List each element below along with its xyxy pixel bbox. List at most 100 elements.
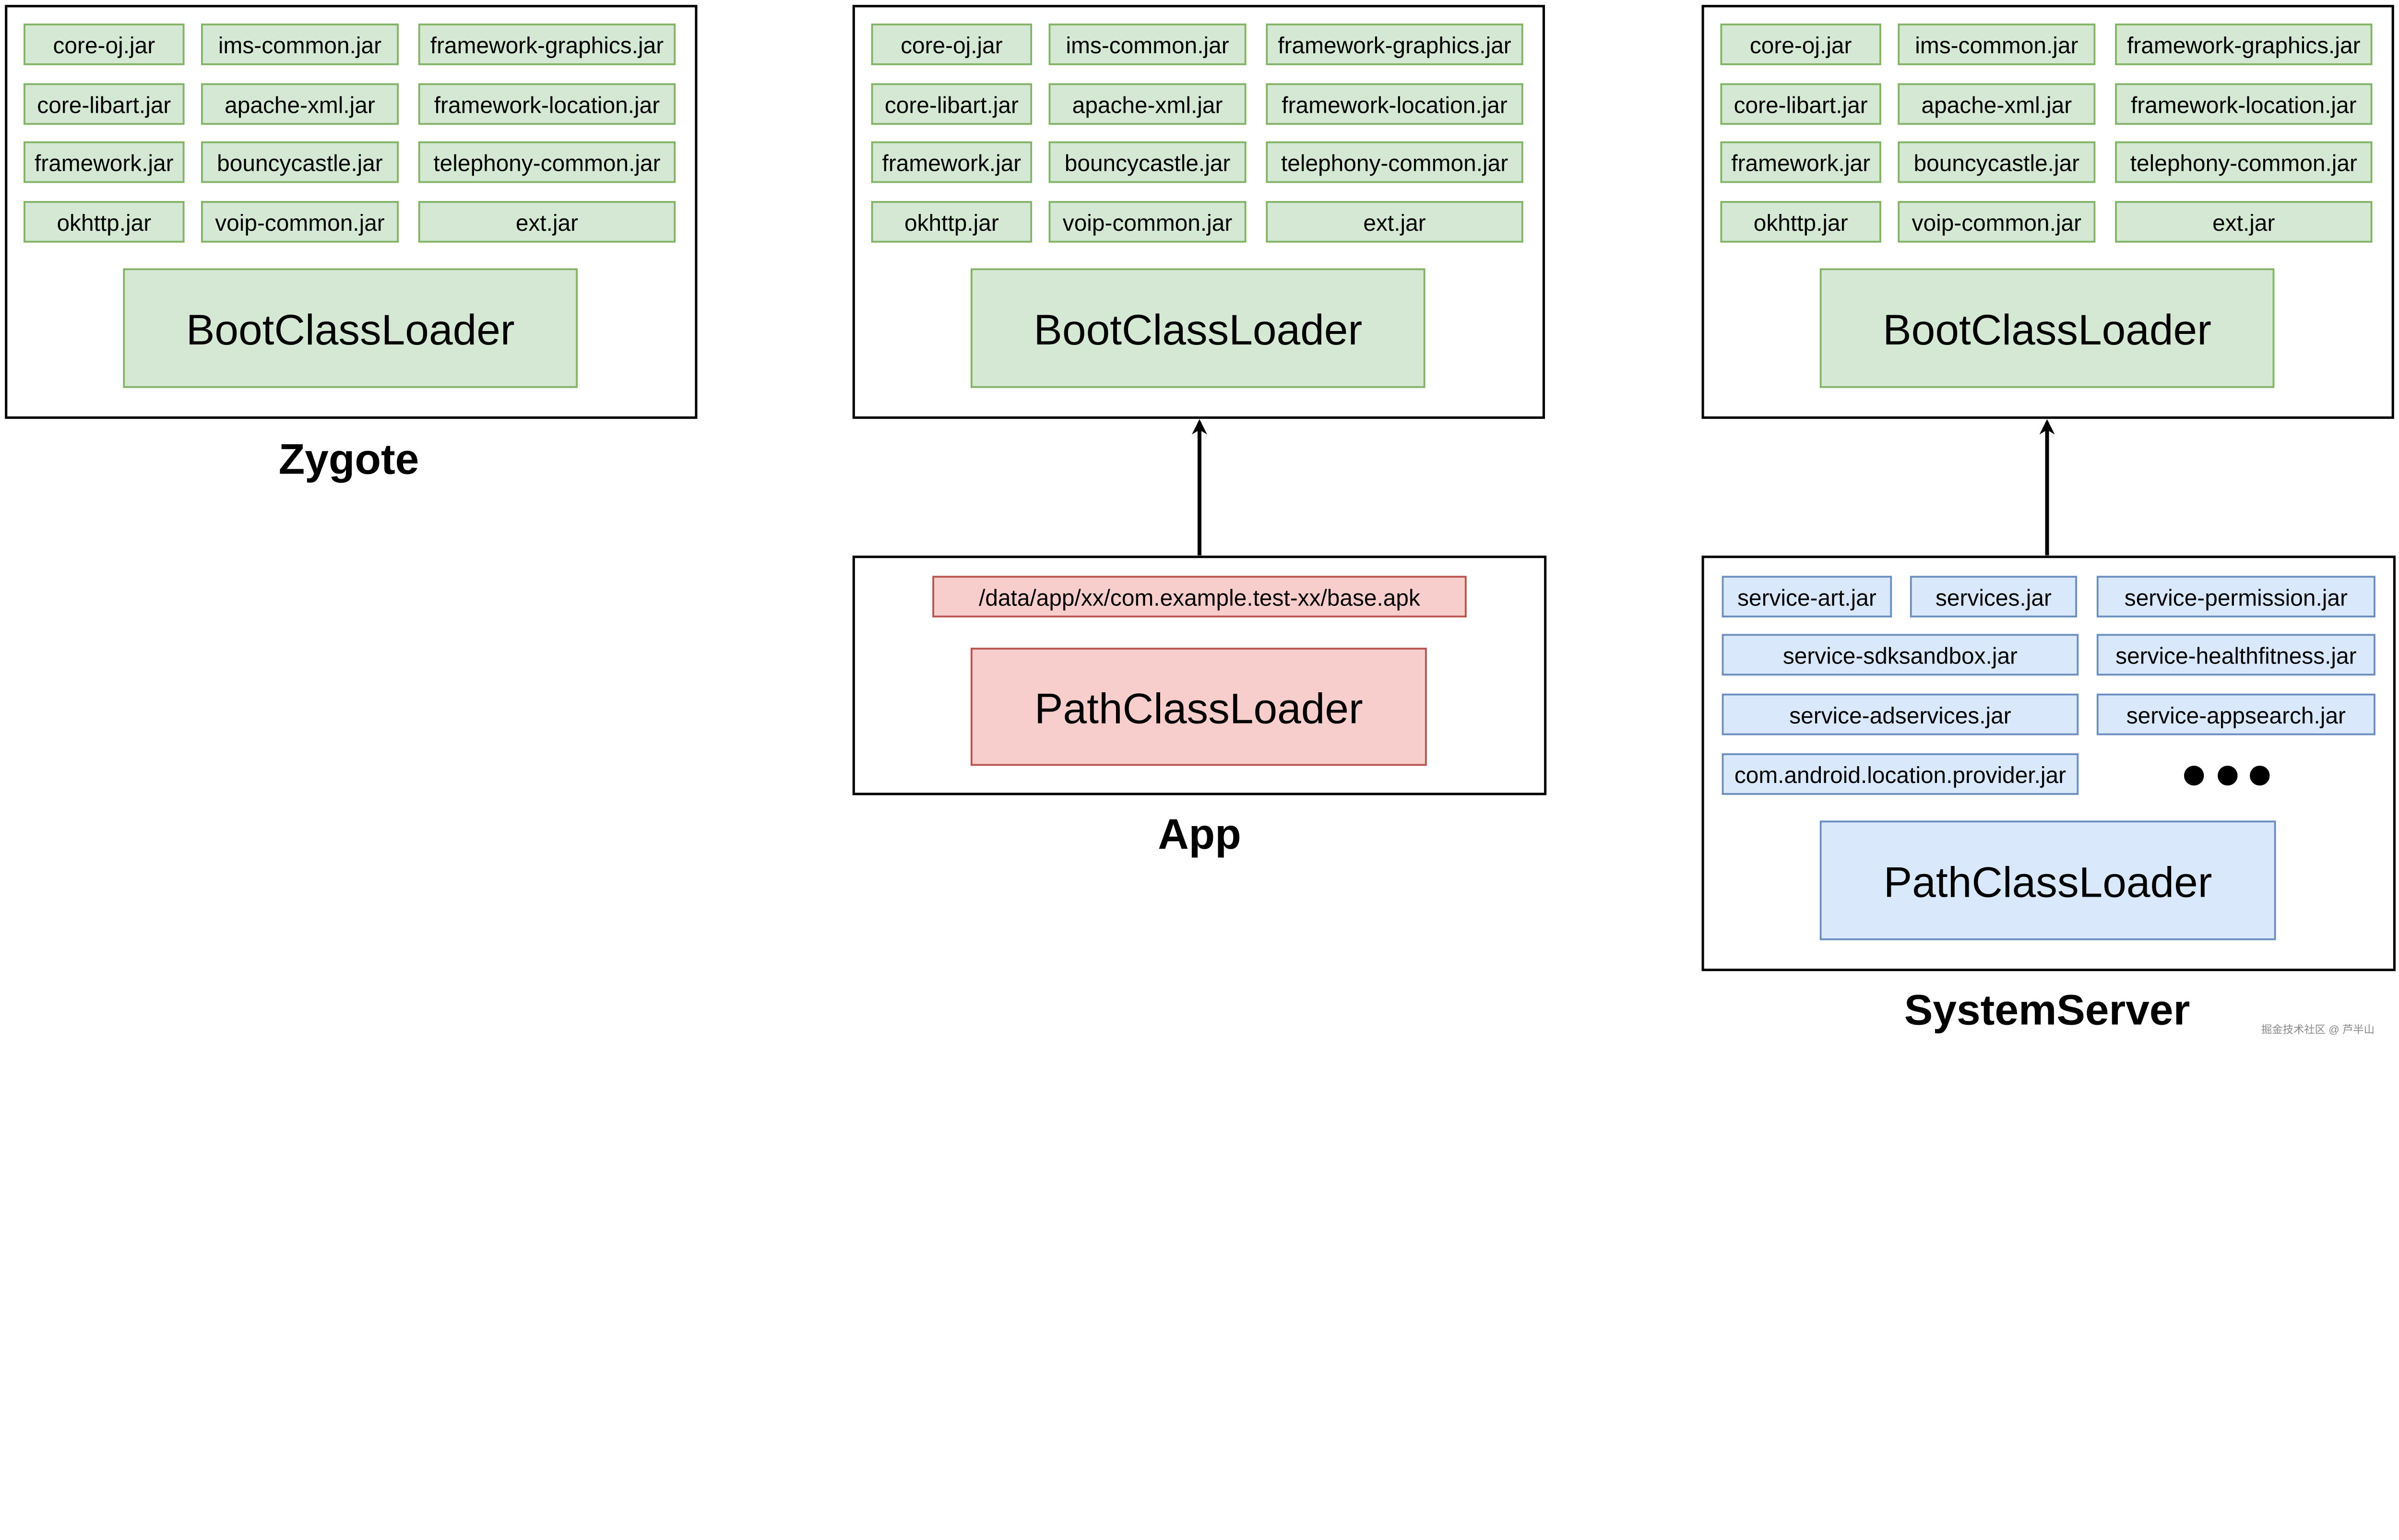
boot-jar-framework-graphics-label: framework-graphics.jar	[1278, 33, 1511, 59]
boot-jar-core-oj: core-oj.jar	[871, 24, 1033, 65]
boot-jar-core-oj-label: core-oj.jar	[1750, 33, 1852, 59]
system-server-title: SystemServer	[1904, 986, 2190, 1034]
system-server-jar-com-android-location-provider-box	[1722, 753, 2079, 795]
system-server-jar-service-art-label: service-art.jar	[1737, 585, 1876, 611]
system-server-jar-services: services.jar	[1910, 576, 2078, 617]
boot-jar-core-oj: core-oj.jar	[24, 24, 185, 65]
boot-jar-core-libart: core-libart.jar	[871, 83, 1033, 125]
boot-jar-apache-xml-box	[1048, 83, 1247, 125]
boot-jar-telephony-common: telephony-common.jar	[2115, 141, 2373, 183]
boot-jar-ims-common: ims-common.jar	[1048, 24, 1247, 65]
boot-jar-framework: framework.jar	[1720, 141, 1881, 183]
boot-jar-voip-common-label: voip-common.jar	[1912, 211, 2082, 236]
boot-jar-ext-box	[2115, 201, 2373, 243]
app-title: App	[1158, 810, 1241, 858]
boot-jar-core-libart: core-libart.jar	[1720, 83, 1881, 125]
boot-jar-core-oj-box	[1720, 24, 1881, 65]
boot-jar-framework-graphics-box	[2115, 24, 2373, 65]
system-server-jar-service-adservices: service-adservices.jar	[1722, 693, 2079, 735]
boot-jar-bouncycastle-box	[1898, 141, 2096, 183]
boot-jar-okhttp-label: okhttp.jar	[904, 211, 999, 236]
boot-jar-core-libart-label: core-libart.jar	[885, 93, 1019, 118]
boot-jar-framework-graphics-box	[418, 24, 676, 65]
boot-jar-ext-box	[418, 201, 676, 243]
boot-jar-core-oj-box	[24, 24, 185, 65]
boot-jar-bouncycastle-label: bouncycastle.jar	[217, 151, 383, 177]
boot-jar-okhttp-box	[1720, 201, 1881, 243]
boot-jar-framework: framework.jar	[24, 141, 185, 183]
system-server-jar-service-appsearch: service-appsearch.jar	[2096, 693, 2375, 735]
boot-jar-core-libart-label: core-libart.jar	[37, 93, 171, 118]
boot-jar-framework-location: framework-location.jar	[2115, 83, 2373, 125]
system-server-jar-services-label: services.jar	[1936, 585, 2052, 611]
system-server-jar-service-healthfitness: service-healthfitness.jar	[2096, 634, 2375, 676]
boot-class-loader-box	[123, 268, 578, 388]
system-server-jar-services-box	[1910, 576, 2078, 617]
boot-jar-framework-location-box	[1266, 83, 1523, 125]
boot-class-loader-label: BootClassLoader	[1033, 306, 1362, 354]
system-server-jar-service-permission-box	[2096, 576, 2375, 617]
system-server-jar-service-healthfitness-box	[2096, 634, 2375, 676]
boot-jar-framework-graphics: framework-graphics.jar	[1266, 24, 1523, 65]
boot-jar-telephony-common: telephony-common.jar	[1266, 141, 1523, 183]
boot-jar-framework-location-label: framework-location.jar	[1282, 93, 1508, 118]
boot-class-loader: BootClassLoader	[1819, 268, 2275, 388]
boot-jar-telephony-common-label: telephony-common.jar	[1281, 151, 1508, 177]
boot-jar-bouncycastle-label: bouncycastle.jar	[1914, 151, 2080, 177]
boot-jar-framework-location-box	[418, 83, 676, 125]
boot-jar-bouncycastle-label: bouncycastle.jar	[1065, 151, 1231, 177]
app-path-class-loader-box	[970, 648, 1427, 766]
boot-jar-apache-xml-label: apache-xml.jar	[1072, 93, 1223, 118]
boot-jar-apache-xml-label: apache-xml.jar	[225, 93, 375, 118]
boot-jar-ims-common: ims-common.jar	[201, 24, 399, 65]
boot-jar-framework-location-label: framework-location.jar	[2131, 93, 2357, 118]
system-server-jar-service-sdksandbox: service-sdksandbox.jar	[1722, 634, 2079, 676]
boot-jar-telephony-common: telephony-common.jar	[418, 141, 676, 183]
boot-jar-framework-location-box	[2115, 83, 2373, 125]
boot-jar-framework-graphics-label: framework-graphics.jar	[2127, 33, 2360, 59]
boot-jar-ims-common-box	[1898, 24, 2096, 65]
boot-jar-bouncycastle-box	[201, 141, 399, 183]
boot-jar-core-libart-box	[1720, 83, 1881, 125]
boot-jar-bouncycastle: bouncycastle.jar	[1048, 141, 1247, 183]
dot	[2184, 765, 2204, 786]
boot-jar-apache-xml-label: apache-xml.jar	[1921, 93, 2072, 118]
system-server-jar-service-permission-label: service-permission.jar	[2125, 585, 2348, 611]
boot-jar-core-oj-box	[871, 24, 1033, 65]
boot-jar-ext: ext.jar	[1266, 201, 1523, 243]
boot-jar-core-libart-label: core-libart.jar	[1734, 93, 1868, 118]
boot-jar-core-libart: core-libart.jar	[24, 83, 185, 125]
boot-jar-framework-location: framework-location.jar	[418, 83, 676, 125]
boot-jar-okhttp: okhttp.jar	[1720, 201, 1881, 243]
boot-jar-framework-label: framework.jar	[35, 151, 174, 177]
boot-jar-framework-graphics: framework-graphics.jar	[418, 24, 676, 65]
boot-jar-voip-common: voip-common.jar	[201, 201, 399, 243]
boot-class-loader-label: BootClassLoader	[1883, 306, 2211, 354]
dot	[2218, 765, 2238, 786]
boot-jar-voip-common: voip-common.jar	[1048, 201, 1247, 243]
system-server-jar-service-art-box	[1722, 576, 1892, 617]
boot-jar-ims-common-box	[1048, 24, 1247, 65]
boot-jar-okhttp-label: okhttp.jar	[57, 211, 151, 236]
system-server-jar-service-appsearch-label: service-appsearch.jar	[2126, 703, 2346, 729]
boot-jar-ext-label: ext.jar	[516, 211, 578, 236]
watermark: 掘金技术社区 @ 芦半山	[2261, 1024, 2375, 1036]
boot-class-loader-box	[1819, 268, 2275, 388]
system-server-jar-com-android-location-provider: com.android.location.provider.jar	[1722, 753, 2079, 795]
boot-jar-ims-common: ims-common.jar	[1898, 24, 2096, 65]
app-path-class-loader: PathClassLoader	[970, 648, 1427, 766]
boot-jar-framework: framework.jar	[871, 141, 1033, 183]
boot-jar-telephony-common-label: telephony-common.jar	[433, 151, 660, 177]
boot-jar-framework-box	[871, 141, 1033, 183]
boot-jar-ims-common-label: ims-common.jar	[1066, 33, 1229, 59]
boot-jar-apache-xml-box	[201, 83, 399, 125]
app-apk-path-label: /data/app/xx/com.example.test-xx/base.ap…	[979, 585, 1420, 611]
boot-jar-ims-common-box	[201, 24, 399, 65]
boot-jar-framework-box	[1720, 141, 1881, 183]
boot-jar-voip-common-box	[1048, 201, 1247, 243]
app-path-class-loader-label: PathClassLoader	[1034, 684, 1363, 732]
boot-jar-okhttp: okhttp.jar	[24, 201, 185, 243]
system-server-path-class-loader-label: PathClassLoader	[1884, 858, 2212, 906]
boot-jar-apache-xml-box	[1898, 83, 2096, 125]
system-server-jar-service-sdksandbox-box	[1722, 634, 2079, 676]
